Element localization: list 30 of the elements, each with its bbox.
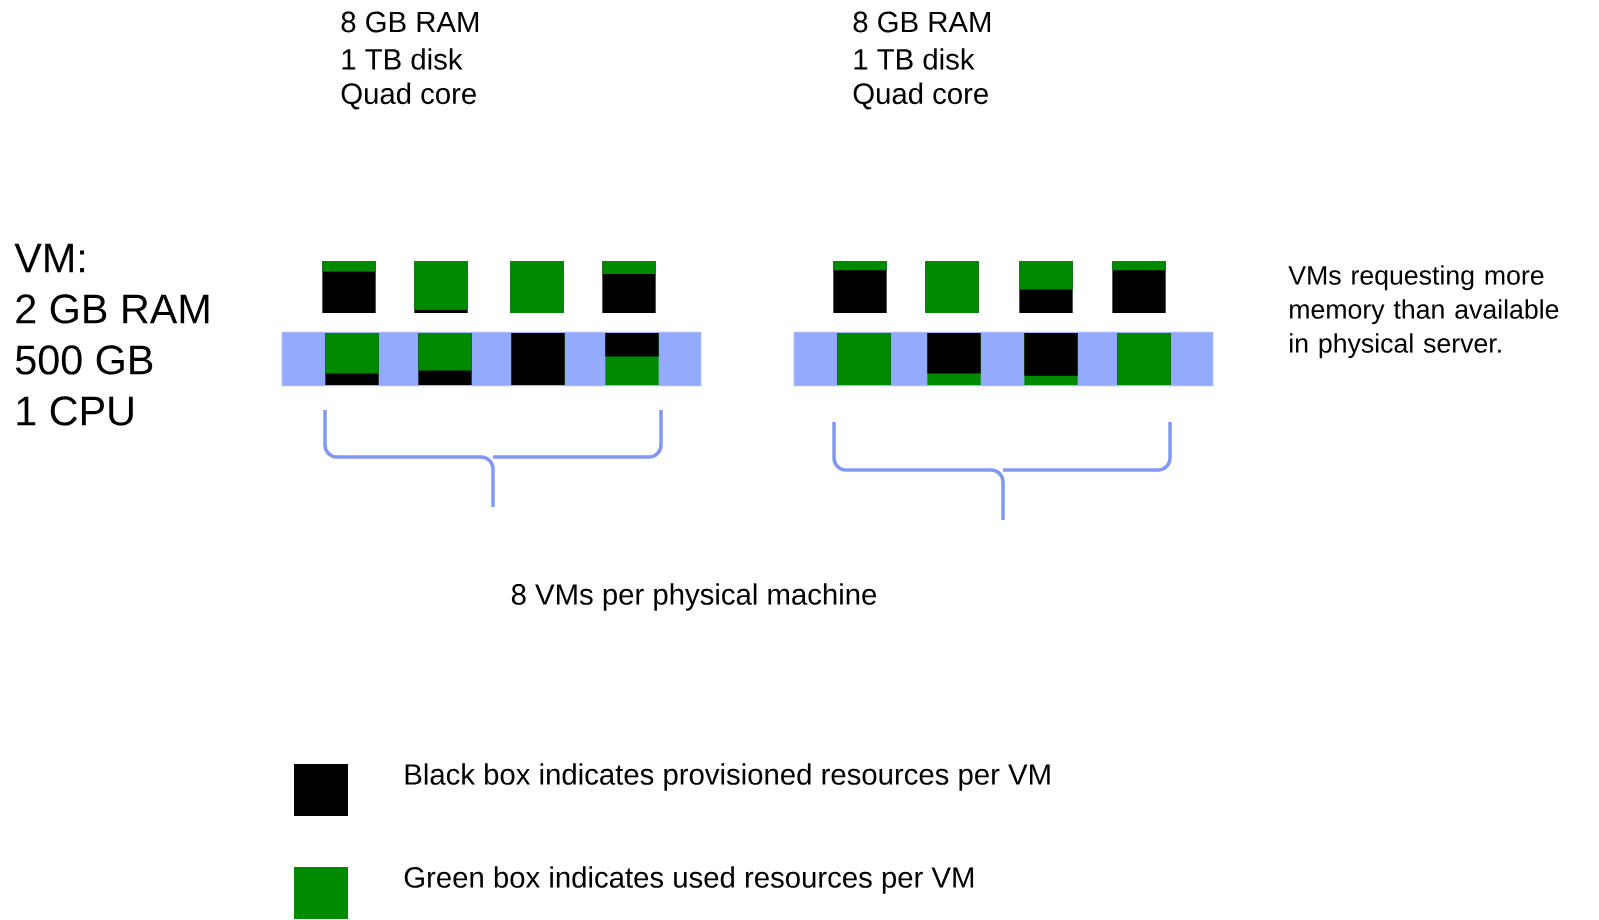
vm-box [1024, 333, 1078, 385]
vm-box [322, 261, 376, 313]
vm-box [925, 261, 979, 313]
spec-text: 1 TB disk [342, 48, 463, 70]
vm-box [418, 333, 472, 385]
vm-box [511, 333, 565, 385]
spec-text: VM: [14, 243, 84, 273]
vm-box [833, 261, 887, 313]
vm-box [837, 333, 891, 385]
vm-box [605, 333, 659, 385]
vm-box [1117, 333, 1171, 385]
spec-text: 1 TB disk [854, 48, 975, 70]
spec-text: 8 GB RAM [853, 11, 991, 33]
spec-text: Quad core [341, 82, 476, 110]
vm-box [927, 333, 981, 385]
note-text: VMs requesting more memory than available in physical server. [1288, 265, 1559, 359]
vm-box [510, 261, 564, 313]
vm-box [325, 333, 379, 385]
spec-text: 8 GB RAM [341, 11, 479, 33]
spec-text: 2 GB RAM [16, 294, 209, 324]
legend-text: Green box indicates used resources per VM [404, 866, 974, 894]
vm-box [414, 261, 468, 313]
vm-box [1019, 261, 1073, 313]
spec-text: Quad core [853, 82, 988, 110]
legend-text: Black box indicates provisioned resources per VM [405, 763, 1050, 791]
spec-text: 1 CPU [17, 396, 133, 426]
vm-box [602, 261, 656, 313]
vm-box [1112, 261, 1166, 313]
caption-text: 8 VMs per physical machine [511, 583, 877, 611]
spec-text: 500 GB [15, 345, 153, 375]
